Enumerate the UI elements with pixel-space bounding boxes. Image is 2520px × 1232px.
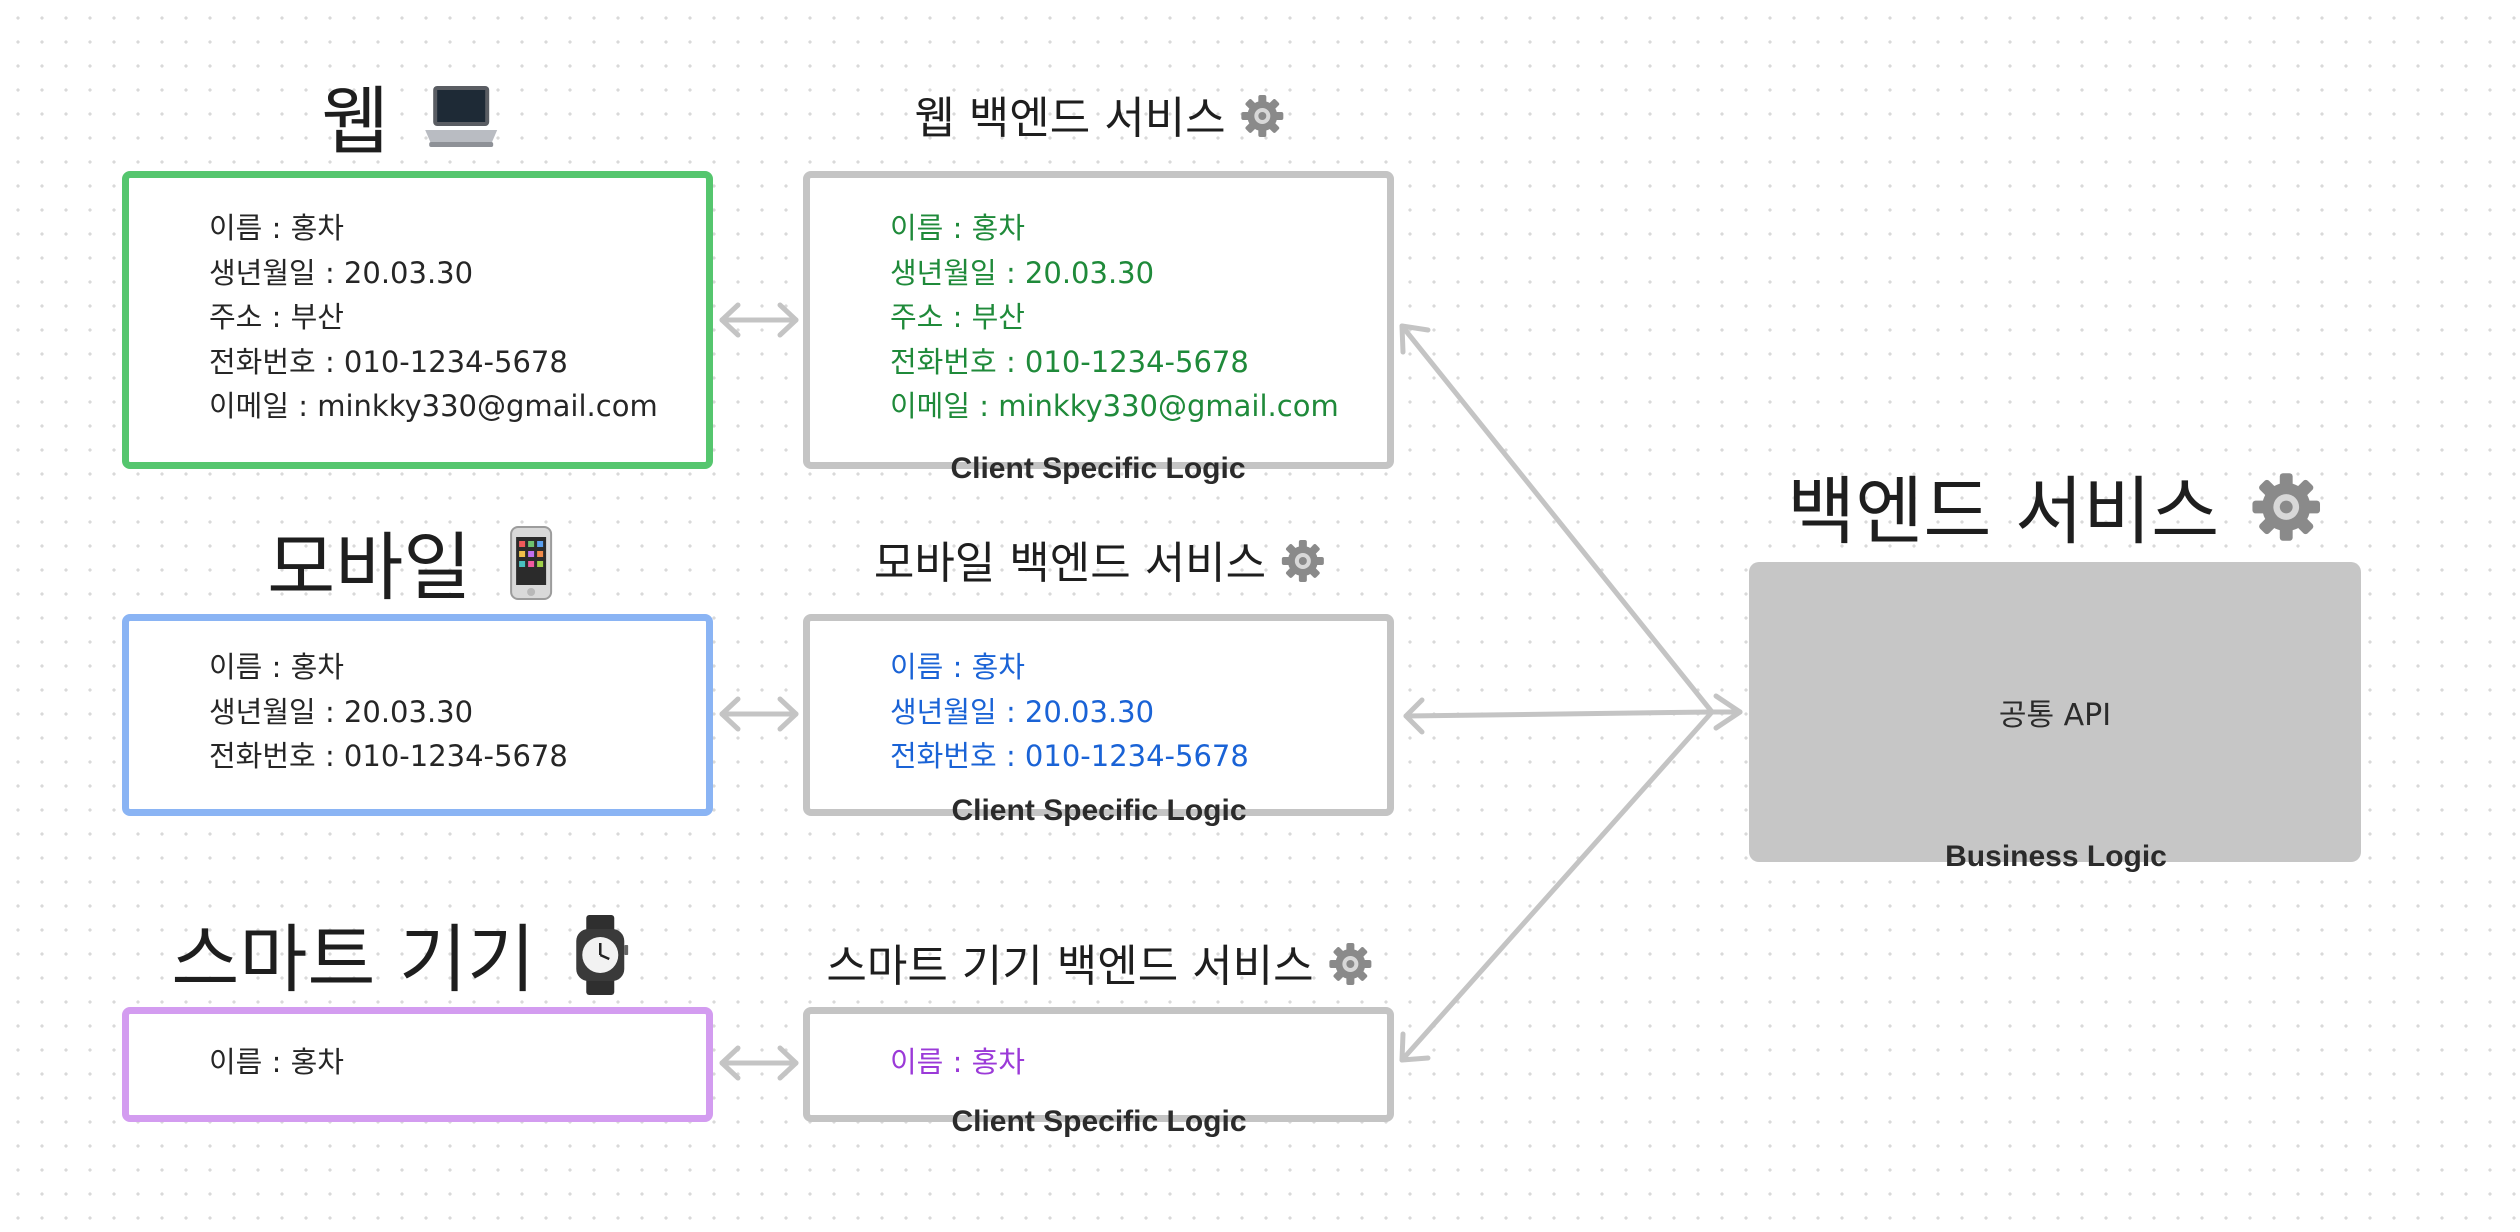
field-email: 이메일 : minkky330@gmail.com [209, 389, 658, 423]
backend-arrows [1399, 323, 1743, 1063]
bff-box-mobile: 이름 : 홍차 생년월일 : 20.03.30 전화번호 : 010-1234-… [803, 614, 1394, 816]
bff-title-text: 스마트 기기 백엔드 서비스 [826, 941, 1314, 992]
backend-title: 백엔드 서비스 [1787, 452, 2323, 562]
field-name: 이름 : 홍차 [890, 1045, 1025, 1079]
bff-title-text: 웹 백엔드 서비스 [914, 93, 1226, 144]
client-box-smart: 이름 : 홍차 [122, 1007, 713, 1122]
client-specific-logic-label-web: Client Specific Logic [950, 452, 1246, 485]
common-api-label: 공통 API [1998, 698, 2112, 733]
backend-title-text: 백엔드 서비스 [1787, 469, 2220, 555]
field-list: 이름 : 홍차 생년월일 : 20.03.30 전화번호 : 010-1234-… [890, 645, 1249, 779]
phone-icon [509, 525, 553, 619]
gear-icon [1280, 538, 1326, 595]
field-birthdate: 생년월일 : 20.03.30 [890, 694, 1155, 729]
field-name: 이름 : 홍차 [209, 1045, 344, 1079]
web-double-arrow [719, 302, 799, 338]
field-birthdate: 생년월일 : 20.03.30 [209, 255, 474, 290]
field-list: 이름 : 홍차 생년월일 : 20.03.30 전화번호 : 010-1234-… [209, 645, 568, 779]
bff-title-text: 모바일 백엔드 서비스 [873, 538, 1267, 589]
client-title-text: 모바일 [267, 525, 472, 611]
field-list: 이름 : 홍차 생년월일 : 20.03.30 주소 : 부산 전화번호 : 0… [209, 206, 658, 429]
field-phone: 전화번호 : 010-1234-5678 [890, 344, 1249, 379]
field-name: 이름 : 홍차 [890, 211, 1025, 245]
field-list: 이름 : 홍차 생년월일 : 20.03.30 주소 : 부산 전화번호 : 0… [890, 206, 1339, 429]
laptop-icon [423, 82, 499, 170]
client-box-web: 이름 : 홍차 생년월일 : 20.03.30 주소 : 부산 전화번호 : 0… [122, 171, 713, 469]
field-phone: 전화번호 : 010-1234-5678 [209, 739, 568, 773]
client-specific-logic-label-mobile: Client Specific Logic [951, 794, 1247, 827]
field-list: 이름 : 홍차 [890, 1040, 1025, 1085]
client-title-web: 웹 [321, 62, 499, 170]
bff-title-smart: 스마트 기기 백엔드 서비스 [826, 930, 1373, 998]
bff-title-mobile: 모바일 백엔드 서비스 [874, 527, 1326, 595]
gear-icon [1240, 93, 1286, 150]
bff-box-web: 이름 : 홍차 생년월일 : 20.03.30 주소 : 부산 전화번호 : 0… [803, 171, 1394, 469]
mobile-double-arrow [719, 696, 799, 732]
field-name: 이름 : 홍차 [209, 211, 344, 245]
field-name: 이름 : 홍차 [209, 650, 344, 684]
client-box-mobile: 이름 : 홍차 생년월일 : 20.03.30 전화번호 : 010-1234-… [122, 614, 713, 816]
field-phone: 전화번호 : 010-1234-5678 [890, 739, 1249, 773]
field-list: 이름 : 홍차 [209, 1040, 344, 1085]
field-birthdate: 생년월일 : 20.03.30 [890, 255, 1155, 290]
field-address: 주소 : 부산 [890, 300, 1025, 334]
client-title-text: 웹 [321, 79, 390, 165]
client-title-smart: 스마트 기기 [171, 900, 629, 1013]
field-email: 이메일 : minkky330@gmail.com [890, 389, 1339, 423]
backend-box: 공통 API [1749, 562, 2361, 862]
client-title-text: 스마트 기기 [171, 917, 536, 1003]
client-title-mobile: 모바일 [267, 508, 553, 619]
bff-box-smart: 이름 : 홍차 [803, 1007, 1394, 1122]
client-specific-logic-label-smart: Client Specific Logic [951, 1105, 1247, 1138]
business-logic-label: Business Logic [1945, 840, 2167, 873]
field-phone: 전화번호 : 010-1234-5678 [209, 344, 568, 379]
gear-icon [1328, 941, 1374, 998]
watch-icon [573, 915, 629, 1013]
smart-double-arrow [719, 1045, 799, 1081]
field-address: 주소 : 부산 [209, 300, 344, 334]
field-birthdate: 생년월일 : 20.03.30 [209, 694, 474, 729]
bff-title-web: 웹 백엔드 서비스 [914, 82, 1285, 150]
field-name: 이름 : 홍차 [890, 650, 1025, 684]
gear-icon [2249, 470, 2323, 562]
